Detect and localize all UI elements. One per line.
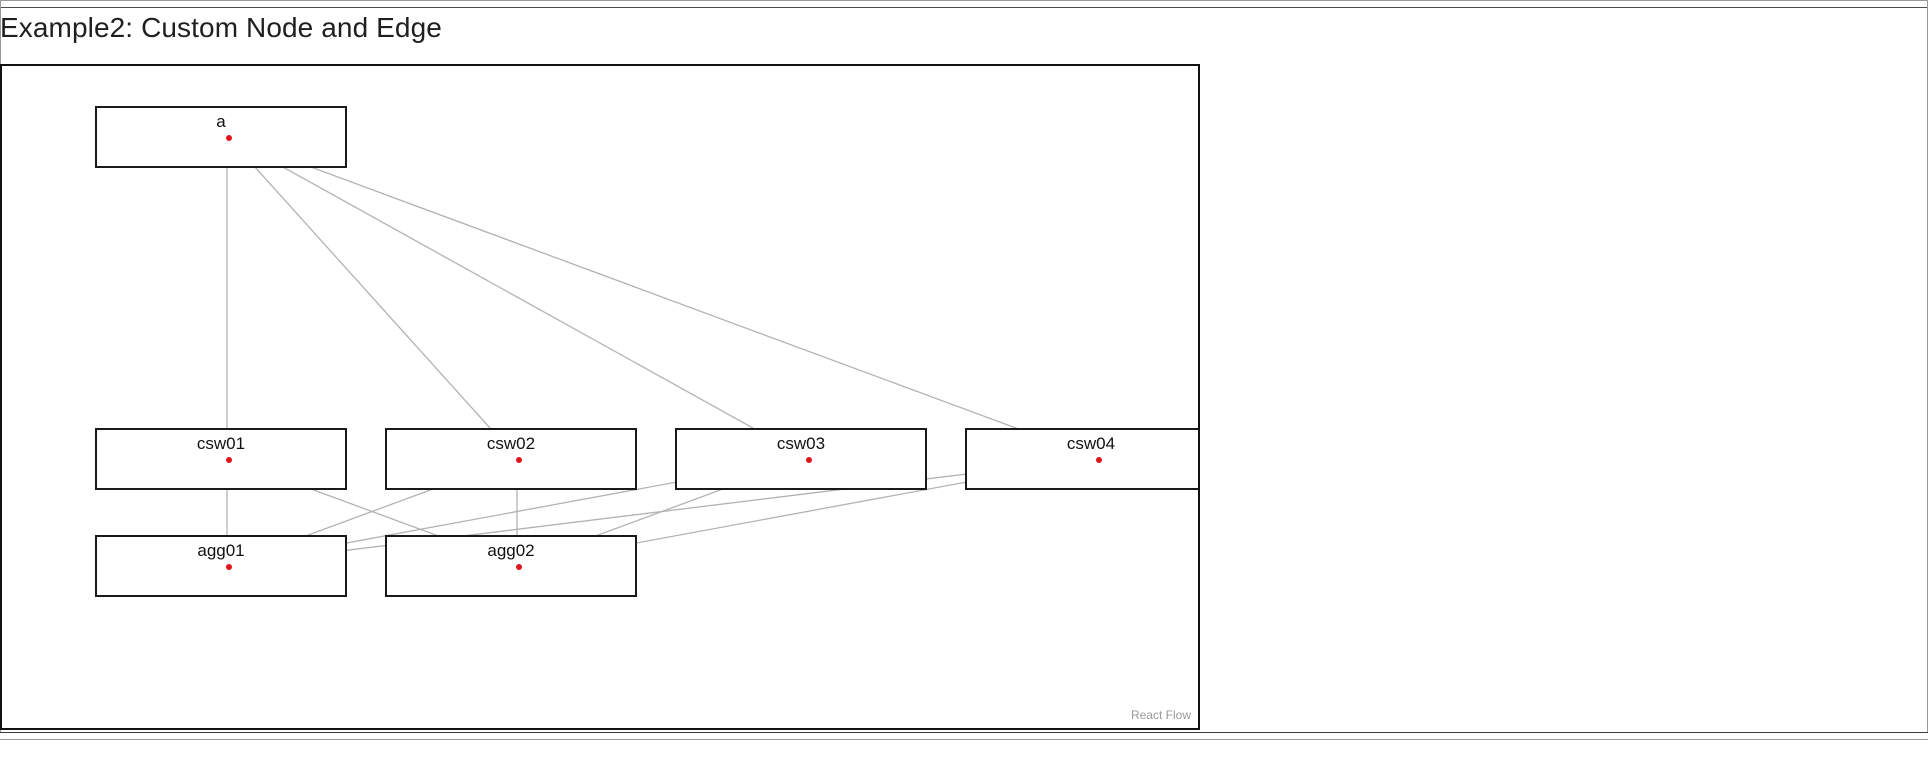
edge-a-csw02[interactable]	[226, 135, 518, 459]
node-label: csw03	[776, 434, 826, 453]
window-top-border	[0, 0, 1928, 8]
node-agg01[interactable]: agg01	[95, 535, 347, 597]
edge-a-csw03[interactable]	[226, 135, 808, 459]
node-label: csw04	[1066, 434, 1116, 453]
edge-a-csw04[interactable]	[226, 135, 1098, 459]
node-csw01[interactable]: csw01	[95, 428, 347, 490]
node-label: csw01	[196, 434, 246, 453]
node-a[interactable]: a	[95, 106, 347, 168]
react-flow-attribution[interactable]: React Flow	[1128, 707, 1193, 723]
node-label: a	[216, 112, 226, 131]
node-csw02[interactable]: csw02	[385, 428, 637, 490]
page-title: Example2: Custom Node and Edge	[0, 12, 442, 43]
node-handle[interactable]	[226, 457, 232, 463]
node-handle[interactable]	[226, 135, 232, 141]
node-csw03[interactable]: csw03	[675, 428, 927, 490]
edge-csw04-agg01[interactable]	[226, 457, 1098, 566]
node-label: agg02	[487, 541, 535, 560]
node-handle[interactable]	[516, 564, 522, 570]
window-bottom-border	[0, 732, 1928, 758]
node-label: agg01	[197, 541, 245, 560]
node-handle[interactable]	[226, 564, 232, 570]
react-flow-canvas[interactable]: a csw01 csw02 csw03 csw04 agg01 agg02 Re…	[0, 64, 1200, 730]
node-handle[interactable]	[516, 457, 522, 463]
node-handle[interactable]	[806, 457, 812, 463]
node-handle[interactable]	[1096, 457, 1102, 463]
node-csw04[interactable]: csw04	[965, 428, 1198, 490]
node-agg02[interactable]: agg02	[385, 535, 637, 597]
node-label: csw02	[486, 434, 536, 453]
